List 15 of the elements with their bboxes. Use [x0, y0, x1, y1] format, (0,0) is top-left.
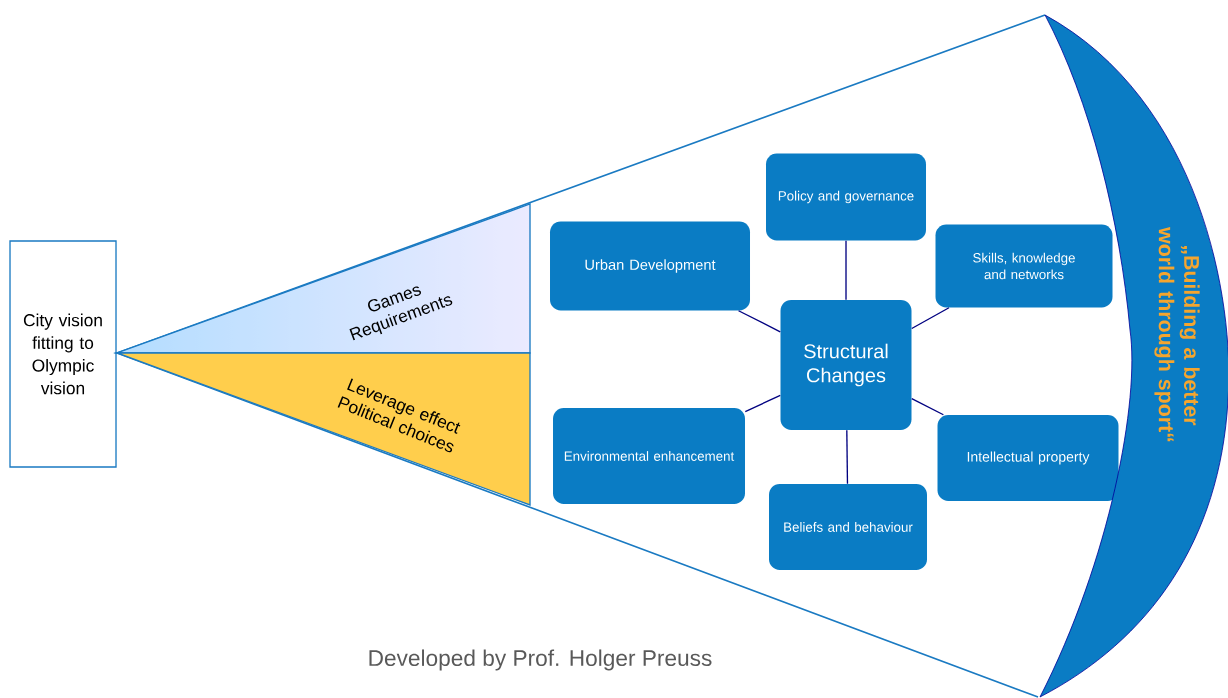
connector-line [846, 429, 849, 485]
text-box: City vision fitting to Olympic vision [9, 240, 117, 468]
process-box: Urban Development [550, 221, 750, 311]
connector-line [744, 394, 781, 413]
process-box: Skills, knowledge and networks [935, 224, 1113, 308]
connector-line [845, 240, 847, 301]
process-box: Environmental enhancement [553, 408, 745, 504]
process-box: Structural Changes [780, 300, 912, 430]
connector-line [911, 397, 945, 416]
process-box: Beliefs and behaviour [769, 484, 927, 570]
caption: Developed by Prof. Holger Preuss [369, 649, 712, 671]
connector-line [911, 307, 950, 330]
process-box: Policy and governance [766, 153, 926, 241]
connector-line [737, 310, 781, 333]
process-box: Intellectual property [937, 415, 1119, 501]
